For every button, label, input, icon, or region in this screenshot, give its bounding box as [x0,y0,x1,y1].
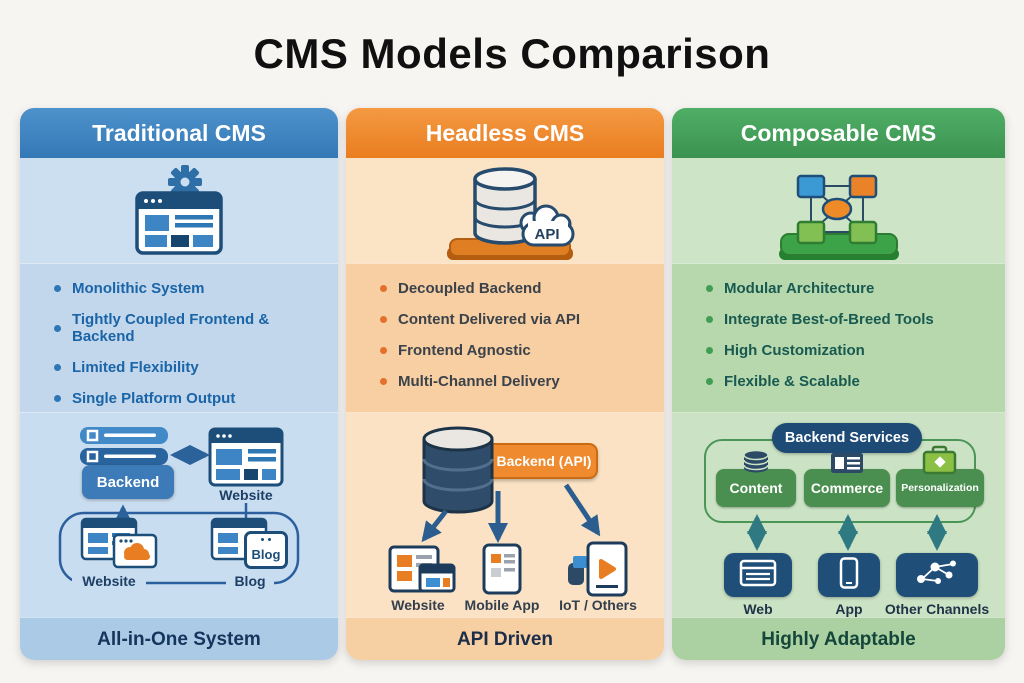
channel-label-web: Web [743,601,773,617]
composable-bullets-section: Modular Architecture Integrate Best-of-B… [672,263,1005,413]
bullet-dot [380,378,387,385]
traditional-header: Traditional CMS [20,108,338,158]
web-browser-icon [739,559,777,592]
bullet-item: Multi-Channel Delivery [380,373,656,390]
service-commerce: Commerce [804,469,890,507]
bullet-dot [54,364,61,371]
bullet-dot [54,395,61,402]
bullet-item: Content Delivered via API [380,311,656,328]
bullet-item: Frontend Agnostic [380,342,656,359]
channel-label-mobile-app: Mobile App [464,597,540,613]
bullet-item: Single Platform Output [54,390,330,407]
composable-bullet-list: Modular Architecture Integrate Best-of-B… [706,280,997,390]
channel-label-app: App [835,601,863,617]
bullet-item: Flexible & Scalable [706,373,997,390]
traditional-diagram: Backend Website Blog Website Blog [20,413,338,617]
bullet-text: Single Platform Output [72,390,236,407]
column-composable-cms: Composable CMS [672,108,1005,660]
bullet-item: Limited Flexibility [54,359,330,376]
bullet-dot [706,347,713,354]
bullet-dot [706,316,713,323]
bullet-text: High Customization [724,342,865,359]
traditional-footer: All-in-One System [20,617,338,660]
columns-container: Traditional CMS [20,108,1005,660]
headless-bullets-section: Decoupled Backend Content Delivered via … [346,263,664,413]
composable-diagram: Backend Services Content Commerce Person… [672,413,1005,617]
channel-app-node [818,553,880,597]
bullet-dot [54,324,61,332]
bullet-text: Frontend Agnostic [398,342,531,359]
mobile-phone-icon [839,556,859,594]
backend-node: Backend [82,465,174,499]
bullet-item: Integrate Best-of-Breed Tools [706,311,997,328]
website-bottom-label: Website [72,573,146,589]
bullet-text: Flexible & Scalable [724,373,860,390]
service-personalization: Personalization [896,469,984,507]
bullet-item: High Customization [706,342,997,359]
bullet-text: Modular Architecture [724,280,875,297]
bullet-text: Monolithic System [72,280,205,297]
network-nodes-icon [913,558,961,593]
headless-diagram-shapes [388,426,628,597]
blog-label: Blog [226,573,274,589]
service-content: Content [716,469,796,507]
composable-header: Composable CMS [672,108,1005,158]
composable-icon-section [672,158,1005,263]
channel-other-node [896,553,978,597]
traditional-diagram-shapes [58,427,300,585]
bullet-dot [54,285,61,292]
bullet-item: Modular Architecture [706,280,997,297]
bullet-text: Decoupled Backend [398,280,542,297]
channel-label-website: Website [391,597,445,613]
traditional-bullet-list: Monolithic System Tightly Coupled Fronte… [54,280,330,407]
page-title: CMS Models Comparison [253,30,771,77]
bullet-dot [706,285,713,292]
bullet-dot [380,347,387,354]
bullet-item: Monolithic System [54,280,330,297]
channel-web-node [724,553,792,597]
blog-popup-icon: Blog [244,531,288,569]
bullet-item: Tightly Coupled Frontend & Backend [54,311,330,345]
channel-label-iot-others: IoT / Others [559,597,637,613]
headless-icon-section: API [346,158,664,263]
bullet-dot [380,285,387,292]
bullet-dot [706,378,713,385]
backend-api-node: Backend (API) [478,443,598,479]
bullet-text: Integrate Best-of-Breed Tools [724,311,934,328]
traditional-bullets-section: Monolithic System Tightly Coupled Fronte… [20,263,338,413]
api-badge-text: API [534,226,559,243]
bullet-item: Decoupled Backend [380,280,656,297]
headless-footer: API Driven [346,617,664,660]
bullet-text: Content Delivered via API [398,311,580,328]
composable-footer: Highly Adaptable [672,617,1005,660]
column-traditional-cms: Traditional CMS [20,108,338,660]
composable-diagram-shapes [743,445,957,551]
channel-label-other-channels: Other Channels [884,601,990,617]
bullet-text: Tightly Coupled Frontend & Backend [72,311,270,345]
headless-header: Headless CMS [346,108,664,158]
traditional-icon-section [20,158,338,263]
headless-diagram: Backend (API) [346,413,664,617]
bullet-text: Multi-Channel Delivery [398,373,560,390]
bullet-text: Limited Flexibility [72,359,199,376]
backend-services-title: Backend Services [772,423,922,453]
website-top-label: Website [219,487,273,503]
bullet-dot [380,316,387,323]
headless-bullet-list: Decoupled Backend Content Delivered via … [380,280,656,390]
column-headless-cms: Headless CMS API Decoupled Backen [346,108,664,660]
